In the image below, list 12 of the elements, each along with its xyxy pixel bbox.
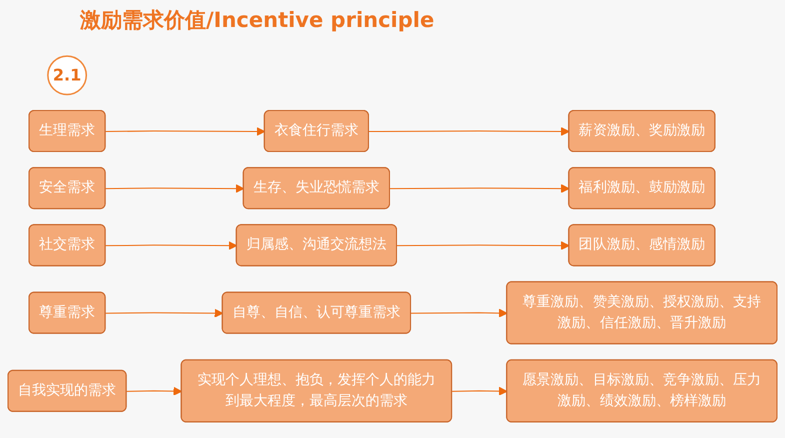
- arrow: [410, 308, 508, 318]
- arrow: [105, 184, 244, 193]
- arrow: [452, 386, 508, 396]
- arrow: [368, 127, 570, 136]
- arrow: [396, 241, 570, 250]
- arrow: [390, 184, 570, 193]
- arrow: [126, 386, 182, 396]
- arrow: [105, 241, 238, 250]
- node-circle: 2.1: [47, 55, 88, 96]
- arrow: [105, 308, 224, 318]
- title: 激励需求价值/Incentive principle: [80, 7, 434, 34]
- arrow: [105, 127, 266, 136]
